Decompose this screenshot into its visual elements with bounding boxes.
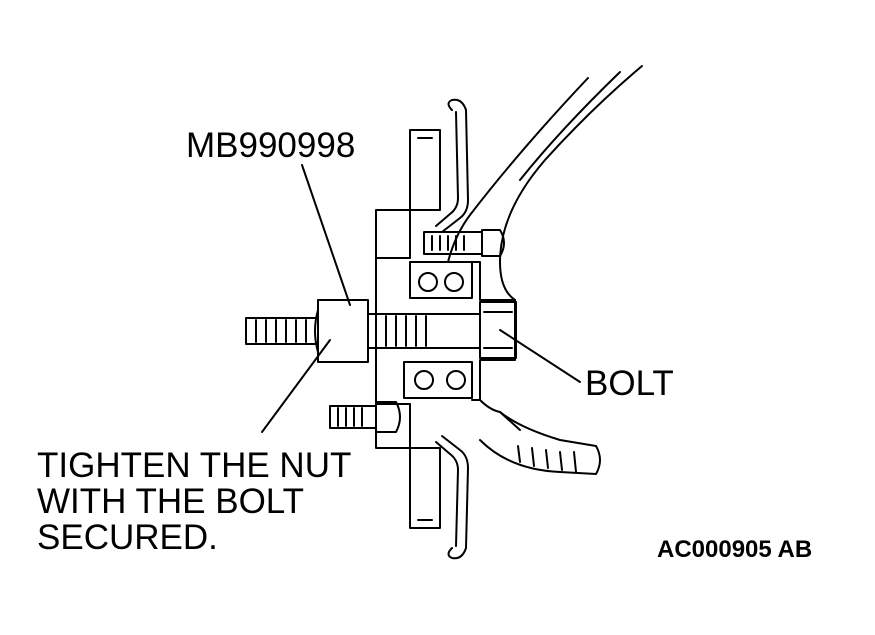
instruction-line: WITH THE BOLT bbox=[37, 482, 305, 521]
bolt-label: BOLT bbox=[585, 364, 674, 403]
special-tool-label: MB990998 bbox=[186, 126, 356, 165]
hub-bolt-upper bbox=[423, 229, 505, 257]
dust-shield bbox=[435, 98, 469, 560]
instruction-line: TIGHTEN THE NUT bbox=[37, 446, 352, 485]
leader-line-bolt bbox=[499, 329, 581, 383]
figure-code: AC000905 AB bbox=[657, 536, 813, 563]
instruction-line: SECURED. bbox=[37, 518, 218, 557]
special-tool-mb990998 bbox=[314, 299, 481, 363]
tool-stud bbox=[245, 317, 319, 345]
leader-line-instruction bbox=[261, 339, 331, 433]
bearing-lower bbox=[403, 361, 473, 399]
drive-shaft bbox=[479, 411, 601, 475]
bolt-head bbox=[479, 301, 517, 359]
knuckle-arm bbox=[447, 65, 643, 301]
instruction-label: TIGHTEN THE NUT WITH THE BOLT SECURED. bbox=[37, 448, 351, 556]
bearing-upper bbox=[409, 261, 473, 299]
leader-line-tool bbox=[301, 164, 351, 306]
wheel-stud bbox=[329, 401, 401, 433]
